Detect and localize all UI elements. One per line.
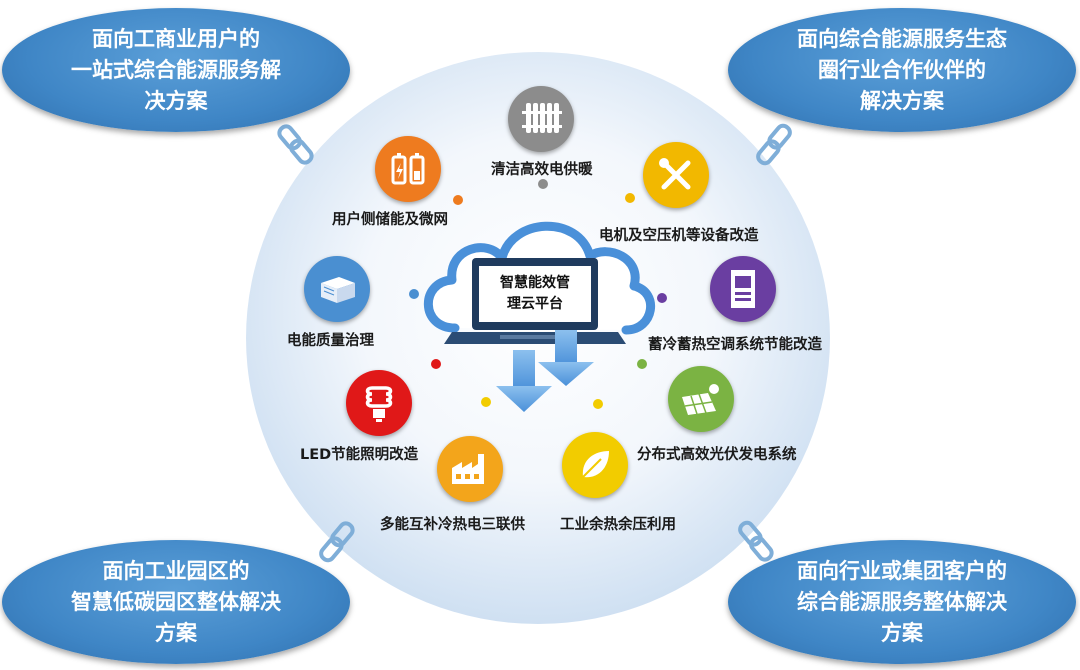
- label-distributed-pv: 分布式高效光伏发电系统: [637, 447, 797, 463]
- factory-icon: [437, 436, 503, 502]
- corner-commercial-users: 面向工商业用户的 一站式综合能源服务解 决方案: [2, 8, 350, 132]
- label-power-quality: 电能质量治理: [287, 333, 374, 349]
- cabinet-icon: [710, 256, 776, 322]
- corner-ecosystem-partners: 面向综合能源服务生态 圈行业合作伙伴的 解决方案: [728, 8, 1076, 132]
- server-box-icon: [304, 256, 370, 322]
- corner-group-customers: 面向行业或集团客户的 综合能源服务整体解决 方案: [728, 540, 1076, 664]
- bulb-icon: [346, 370, 412, 436]
- solar-panel-icon: [668, 366, 734, 432]
- battery-icon: [375, 136, 441, 202]
- label-thermal-storage-ac: 蓄冷蓄热空调系统节能改造: [648, 337, 822, 353]
- cloud-platform-title: 智慧能效管 理云平台: [500, 275, 570, 312]
- label-led-lighting-retrofit: LED节能照明改造: [300, 447, 419, 463]
- radiator-icon: [508, 86, 574, 152]
- corner-industrial-parks: 面向工业园区的 智慧低碳园区整体解决 方案: [2, 540, 350, 664]
- chain-link-icon: [277, 123, 792, 563]
- label-cchp-multi-energy: 多能互补冷热电三联供: [380, 517, 525, 533]
- tools-icon: [643, 142, 709, 208]
- down-arrow-right: [538, 330, 594, 386]
- label-clean-electric-heating: 清洁高效电供暖: [491, 162, 593, 178]
- label-user-storage-microgrid: 用户侧储能及微网: [332, 212, 448, 228]
- label-waste-heat-utilization: 工业余热余压利用: [560, 517, 676, 533]
- down-arrow-left: [496, 350, 552, 412]
- label-motor-compressor-retrofit: 电机及空压机等设备改造: [599, 228, 759, 244]
- leaf-icon: [562, 432, 628, 498]
